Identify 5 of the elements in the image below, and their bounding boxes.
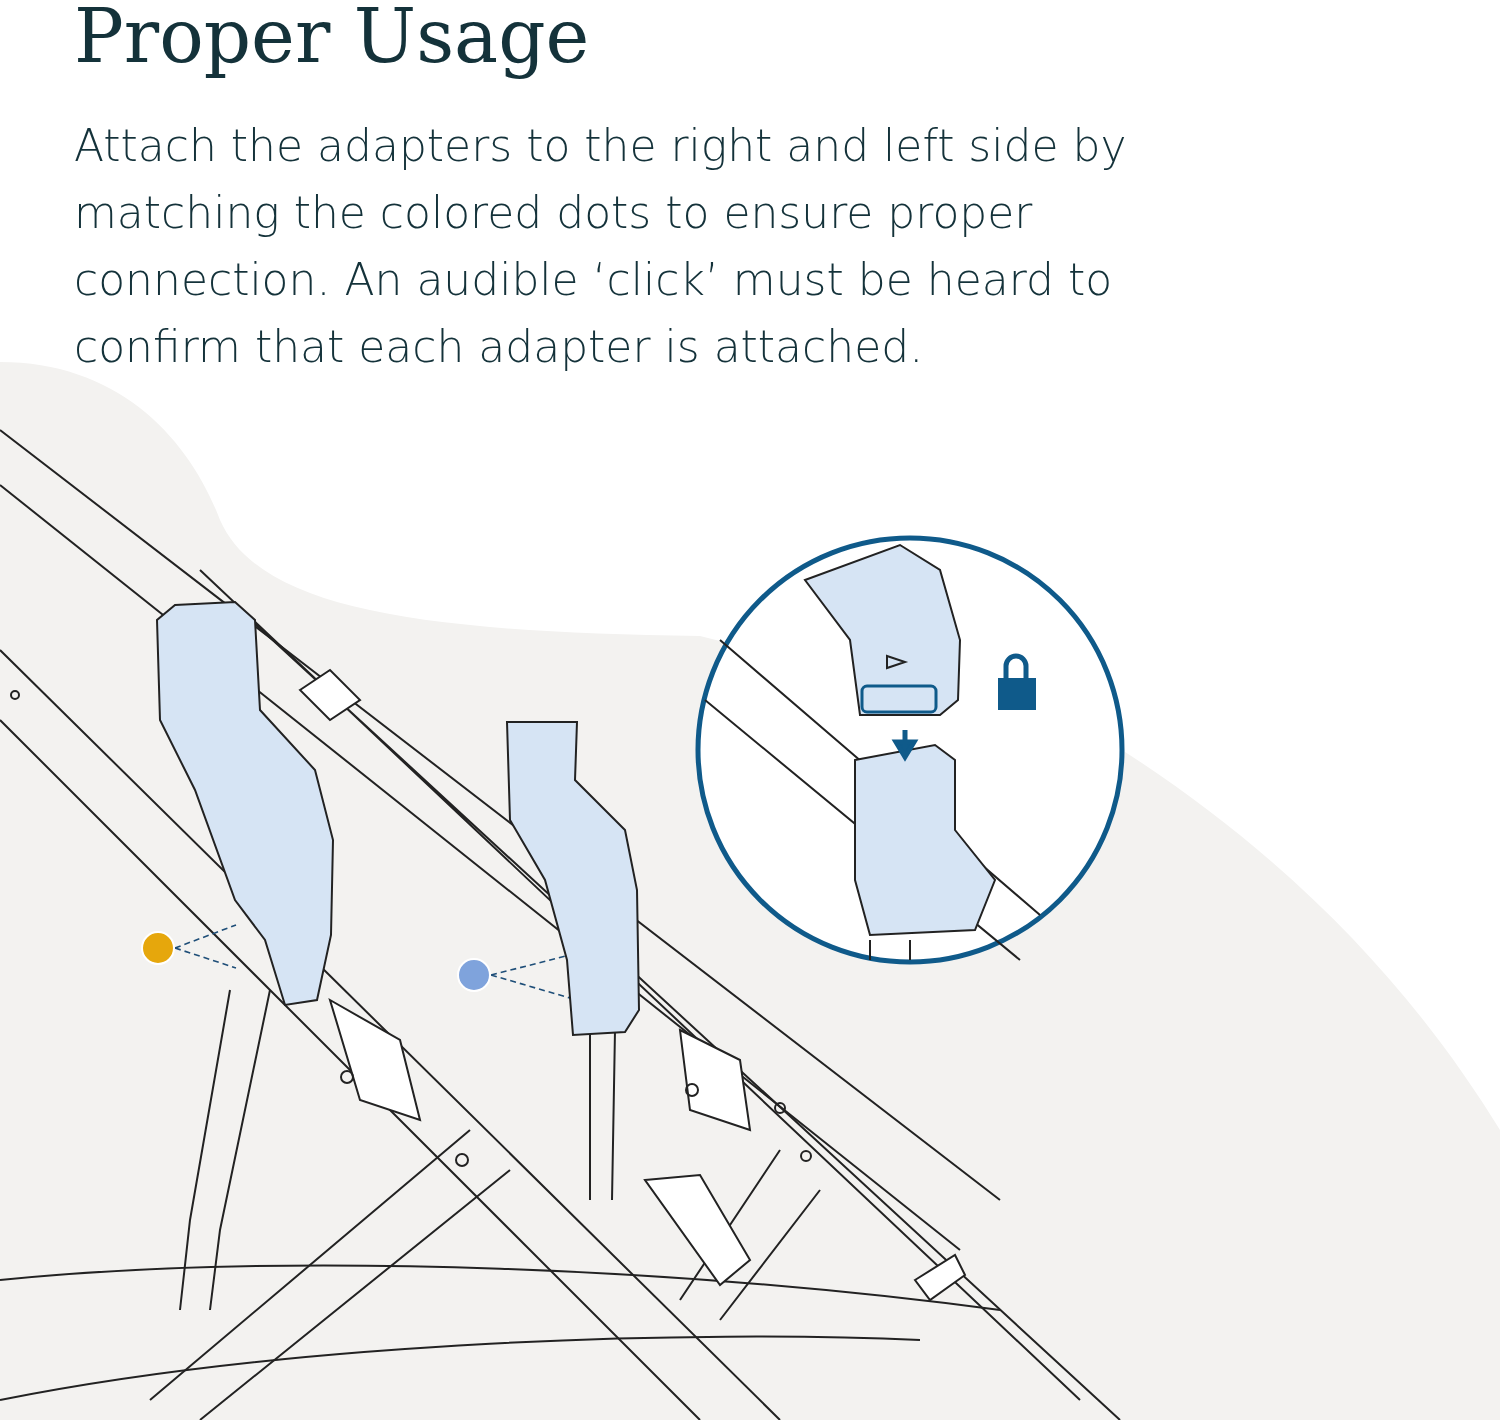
instruction-text: Attach the adapters to the right and left side by matching the colored dots to ensure proper connection. An audible ‘click’ must be heard to confirm that each adapter is attached. xyxy=(74,119,1128,374)
adapter-drawing xyxy=(155,600,337,1008)
title: Proper Usage xyxy=(74,0,590,81)
leader-line xyxy=(174,924,237,969)
leader-line xyxy=(490,954,571,999)
